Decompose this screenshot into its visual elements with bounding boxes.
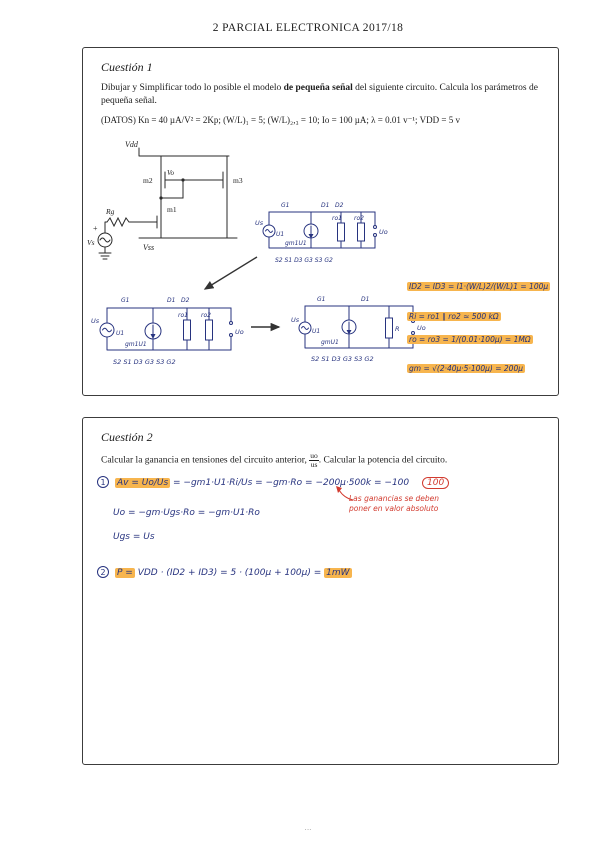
highlight: Ri = ro1 ∥ ro2 ≃ 500 kΩ (407, 312, 501, 321)
dependent-source-label: gm1U1 (285, 240, 307, 247)
statement-text-end: del siguiente circuito. Calcula los pará… (101, 83, 538, 106)
small-signal-circuit-sketch: Us U1 G1 D1 D2 gm1U1 ro1 ro2 Uo S2 S1 D3… (255, 202, 388, 264)
ground-nodes-label: S2 S1 D3 G3 S3 G2 (113, 358, 176, 366)
gain-calculation-line: 1 Av = Uo/Us = −gm1·U1·Ri/Us = −gm·Ro = −… (97, 476, 450, 489)
u1-label: U1 (116, 330, 124, 337)
highlight-result: 1mW (324, 568, 352, 578)
small-signal-circuit-simplified: Us U1 G1 D1 gmU1 R Uo S2 S1 D3 G3 S3 G2 (291, 296, 426, 363)
handwritten-result-id: ID2 = ID3 = I1·(W/L)2/(W/L)1 = 100µ (407, 282, 551, 291)
ro1-label: ro1 (332, 215, 342, 222)
simplification-arrow (251, 322, 281, 332)
ro2-label: ro2 (201, 312, 211, 319)
d2-node-label: D2 (335, 202, 344, 209)
g1-node-label: G1 (317, 296, 325, 303)
question-2-statement: Calcular la ganancia en tensiones del ci… (101, 452, 545, 469)
current-arrow (308, 234, 314, 239)
plus-sign: + (93, 224, 98, 233)
question-1-title: Cuestión 1 (101, 60, 153, 74)
m2-label: m2 (143, 176, 153, 185)
highlight: Av = Uo/Us (115, 478, 171, 488)
ground-nodes-label: S2 S1 D3 G3 S3 G2 (311, 355, 374, 363)
red-note-line-1: Las ganancias se deben (349, 494, 440, 503)
u1-label: U1 (312, 328, 320, 335)
current-arrow (346, 330, 352, 335)
teacher-red-note: Las ganancias se deben poner en valor ab… (349, 494, 439, 514)
vdd-label: Vdd (125, 140, 139, 149)
dependent-source-label: gmU1 (321, 339, 339, 346)
gain-derivation: = −gm1·U1·Ri/Us = −gm·Ro = −200µ·500k = … (173, 478, 410, 488)
uo-label: Uo (235, 328, 244, 336)
handwritten-result-ro: ro = ro3 = 1/(0.01·100µ) = 1MΩ (407, 335, 533, 344)
m3-label: m3 (233, 176, 243, 185)
sketch-wires (298, 305, 415, 349)
d1-node-label: D1 (361, 296, 369, 303)
handwritten-result-gm: gm = √(2·40µ·5·100µ) = 200µ (407, 364, 525, 373)
teacher-mark: 100 (422, 477, 450, 489)
red-note-line-2: poner en valor absoluto (349, 504, 439, 514)
source-label: Us (291, 316, 300, 324)
highlight: P = (115, 568, 135, 578)
statement-text: Dibujar y Simplificar todo lo posible el… (101, 83, 284, 93)
arrow-to-model (203, 256, 258, 290)
highlight: gm = √(2·40µ·5·100µ) = 200µ (407, 364, 525, 373)
statement-bold-text: de pequeña señal (283, 83, 353, 93)
power-calculation-line: 2 P = VDD · (ID2 + ID3) = 5 · (100µ + 100… (97, 566, 352, 578)
d2-node-label: D2 (181, 297, 190, 304)
circuit-wires (97, 147, 238, 260)
question-1-data-line: (DATOS) Kn = 40 µA/V² = 2Kp; (W/L)₁ = 5;… (101, 115, 460, 125)
resistor-label: R (395, 325, 400, 333)
page-footer: ··· (304, 826, 312, 834)
node-dot (159, 196, 163, 200)
source-label: Us (91, 317, 100, 325)
vo-label: Vo (167, 169, 175, 177)
ugs-equation-line: Ugs = Us (113, 532, 155, 542)
ground-nodes-label: S2 S1 D3 G3 S3 G2 (275, 257, 333, 264)
question-1-statement: Dibujar y Simplificar todo lo posible el… (101, 82, 545, 108)
node-dot (181, 178, 185, 182)
question-2-panel: Cuestión 2 Calcular la ganancia en tensi… (82, 417, 559, 765)
statement-text-end: . Calcular la potencia del circuito. (318, 455, 448, 466)
uo-label: Uo (379, 228, 388, 236)
vss-label: Vss (143, 243, 154, 252)
printed-circuit-schematic: Vdd m2 m3 m1 Vo Rg + Vs Vss (87, 140, 243, 260)
red-note-arrow (336, 486, 354, 501)
vs-label: Vs (87, 238, 95, 247)
highlight: ro = ro3 = 1/(0.01·100µ) = 1MΩ (407, 335, 533, 344)
ro2-label: ro2 (354, 215, 364, 222)
uo-label: Uo (417, 324, 426, 332)
document-title: 2 PARCIAL ELECTRONICA 2017/18 (212, 22, 404, 34)
rg-label: Rg (105, 207, 115, 216)
question-2-title: Cuestión 2 (101, 430, 153, 444)
dependent-source-label: gm1U1 (125, 341, 147, 348)
power-derivation: VDD · (ID2 + ID3) = 5 · (100µ + 100µ) = (137, 568, 322, 578)
step-1-marker: 1 (97, 476, 109, 488)
fraction-numerator: uo (309, 451, 319, 461)
small-signal-circuit-full: Us U1 G1 D1 D2 gm1U1 ro1 ro2 Uo S2 S1 D3… (91, 297, 244, 366)
g1-node-label: G1 (121, 297, 129, 304)
statement-text: Calcular la ganancia en tensiones del ci… (101, 455, 310, 466)
highlight: ID2 = ID3 = I1·(W/L)2/(W/L)1 = 100µ (407, 282, 551, 291)
uo-equation-line: Uo = −gm·Ugs·Ro = −gm·U1·Ro (113, 508, 260, 518)
sketch-wires (99, 307, 233, 351)
source-label: Us (255, 219, 264, 227)
m1-label: m1 (167, 205, 177, 214)
circled-grade: 100 (422, 477, 450, 489)
step-2-marker: 2 (97, 566, 109, 578)
current-arrow (150, 334, 156, 339)
question-1-panel: Cuestión 1 Dibujar y Simplificar todo lo… (82, 47, 559, 396)
g1-node-label: G1 (281, 202, 289, 209)
ro1-label: ro1 (178, 312, 188, 319)
d1-node-label: D1 (321, 202, 329, 209)
fraction-denominator: us (310, 459, 318, 469)
d1-node-label: D1 (167, 297, 175, 304)
sketch-wires (262, 211, 377, 249)
handwritten-result-ri: Ri = ro1 ∥ ro2 ≃ 500 kΩ (407, 312, 501, 321)
u1-label: U1 (276, 231, 284, 238)
